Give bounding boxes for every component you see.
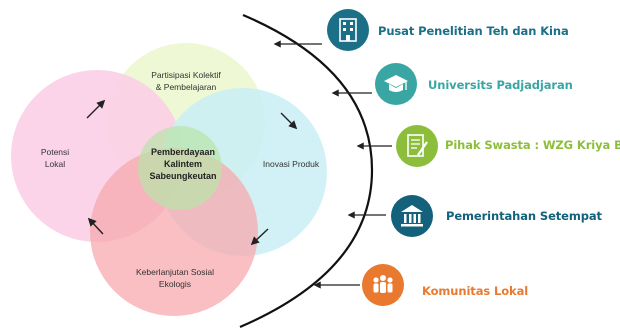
building-icon	[327, 9, 369, 51]
stakeholder-label-local-government: Pemerintahan Setempat	[446, 209, 602, 223]
venn-label-right: Inovasi Produk	[263, 159, 320, 169]
stakeholder-label-research-center: Pusat Penelitian Teh dan Kina	[378, 24, 569, 38]
venn-label-left-line1: Potensi	[41, 147, 69, 157]
stakeholder-arc	[239, 13, 374, 329]
venn-circle-center	[138, 126, 222, 210]
graduation-cap-icon	[375, 63, 417, 105]
stakeholder-label-local-community: Komunitas Lokal	[422, 284, 529, 298]
venn-diagram	[11, 43, 327, 316]
venn-label-bottom-line2: Ekologis	[159, 279, 191, 289]
venn-label-top-line1: Partisipasi Kolektif	[151, 70, 221, 80]
venn-center-line3: Sabeungkeutan	[149, 171, 216, 181]
venn-label-left-line2: Lokal	[45, 159, 65, 169]
venn-label-top-line2: & Pembelajaran	[156, 82, 217, 92]
stakeholder-label-university: Universits Padjadjaran	[428, 78, 573, 92]
venn-center-line2: Kalintem	[164, 159, 202, 169]
venn-center-line1: Pemberdayaan	[151, 147, 215, 157]
cycle-arrow-right-to-bottom	[250, 228, 269, 246]
document-pen-icon	[396, 125, 438, 167]
cycle-arrow-bottom-to-left	[87, 217, 104, 235]
venn-circle-bottom	[90, 148, 258, 316]
venn-label-bottom-line1: Keberlanjutan Sosial	[136, 267, 214, 277]
government-building-icon	[391, 195, 433, 237]
community-people-icon	[362, 264, 404, 306]
cycle-arrow-left-to-top	[86, 99, 106, 119]
stakeholder-label-private-sector: Pihak Swasta : WZG Kriya Batik	[445, 138, 620, 152]
cycle-arrow-top-to-right	[280, 112, 298, 130]
